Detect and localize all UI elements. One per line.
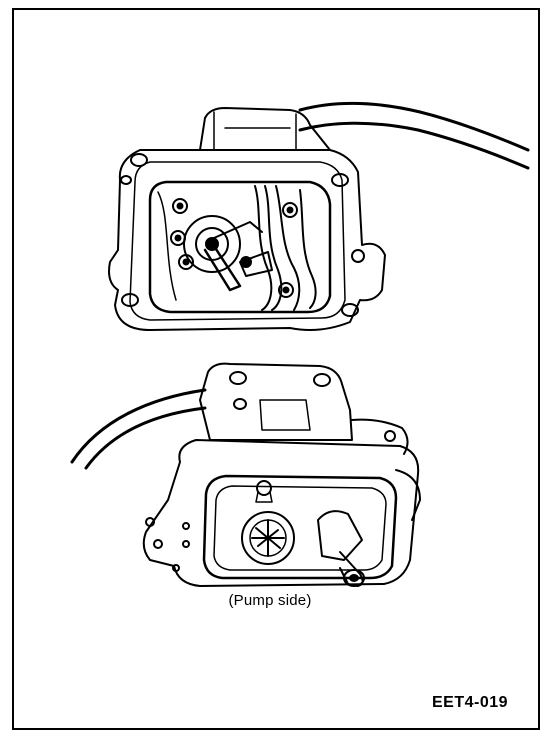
lower-hose — [70, 388, 207, 464]
pump-side-caption: (Pump side) — [228, 592, 312, 609]
figure-id-label: EET4-019 — [432, 694, 509, 711]
lower-assembly — [70, 362, 421, 587]
upper-hose — [298, 102, 530, 152]
upper-assembly — [108, 102, 530, 331]
